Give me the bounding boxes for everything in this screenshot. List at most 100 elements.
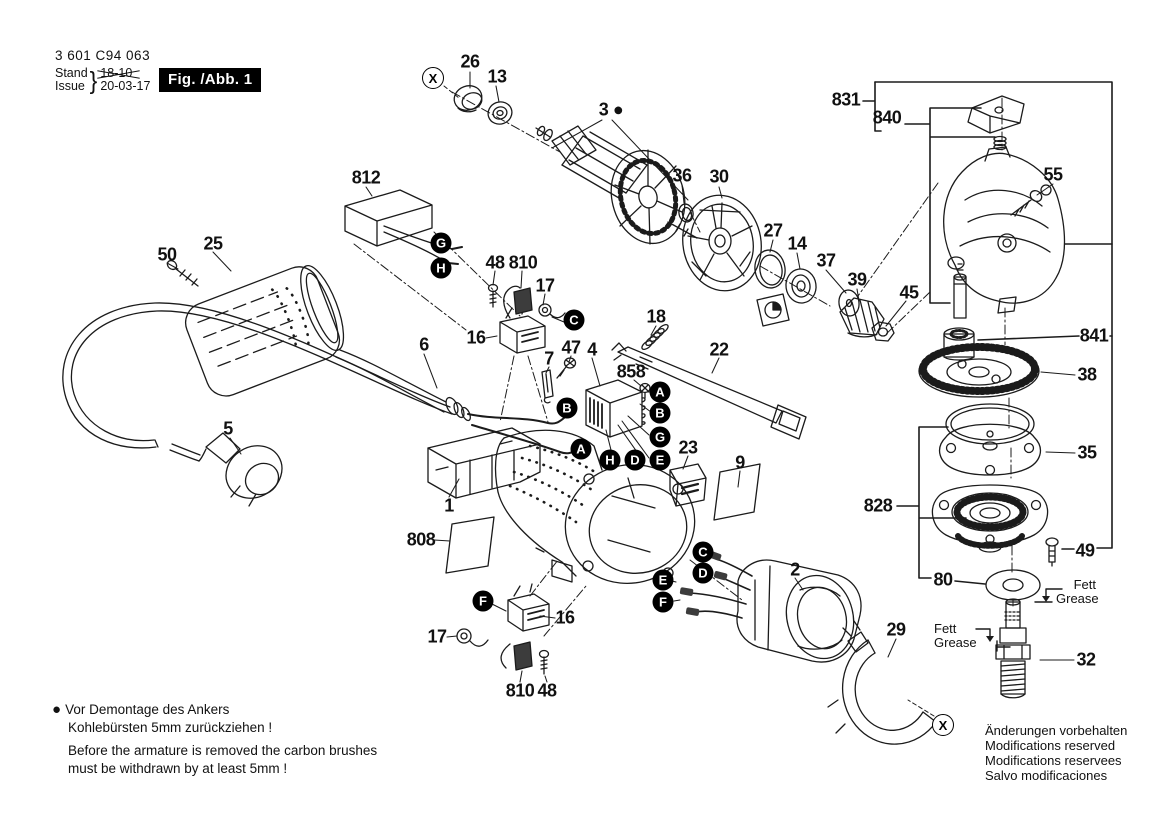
part-label-36: 36 [672, 165, 692, 186]
grease-arrow-right [1034, 588, 1063, 603]
part-label-808: 808 [406, 529, 436, 550]
figure-label: Fig. /Abb. 1 [159, 68, 262, 92]
footer-line-es: Salvo modificaciones [985, 768, 1108, 783]
leader-lines [166, 71, 1076, 683]
switch-lever-22 [611, 342, 807, 440]
part-label-9: 9 [735, 452, 745, 473]
part-label-840: 840 [872, 107, 902, 128]
connector-badge-G: G [430, 232, 452, 254]
screw-47 [556, 357, 577, 379]
connector-badge-C: C [692, 541, 714, 563]
part-label-48: 48 [485, 252, 505, 273]
part-label-18: 18 [646, 306, 666, 327]
part-label-828: 828 [863, 495, 893, 516]
part-label-32: 32 [1076, 649, 1096, 670]
part-label-841: 841 [1079, 325, 1109, 346]
washer-80 [985, 569, 1041, 601]
label-plate-9 [713, 463, 761, 521]
issue-date: 20-03-17 [100, 79, 151, 93]
spring-18 [641, 323, 669, 351]
carbon-brush-810-top [503, 285, 533, 319]
screw-50 [166, 259, 199, 287]
spindle-lock-knob-840 [967, 95, 1025, 134]
connector-badge-D: D [624, 449, 646, 471]
part-label-25: 25 [203, 233, 223, 254]
clip-17-bottom [456, 628, 489, 647]
bearing-13 [487, 101, 513, 125]
revision-brace: } [89, 65, 98, 94]
washer-37 [838, 289, 860, 317]
air-baffle-30 [682, 194, 762, 292]
connector-badge-E: E [649, 449, 671, 471]
bearing-flange-828 [931, 484, 1049, 553]
part-label-50: 50 [157, 244, 177, 265]
part-label-6: 6 [419, 334, 429, 355]
part-label-17: 17 [535, 275, 555, 296]
screw-49 [1045, 537, 1059, 567]
warning-note: ●Vor Demontage des Ankers Kohlebürsten 5… [52, 701, 377, 777]
armature-3 [535, 125, 698, 245]
footer-line-de: Änderungen vorbehalten [985, 723, 1128, 738]
sleeve-841 [943, 327, 975, 361]
type-number: 3 601 C94 063 [55, 48, 151, 63]
grease-label-left: Fett Grease [934, 622, 977, 649]
screw-48-bottom [538, 649, 550, 675]
connector-badge-F: F [472, 590, 494, 612]
connector-badge-X: X [422, 67, 444, 89]
connector-badge-D: D [692, 562, 714, 584]
gasket-ring [945, 403, 1035, 445]
part-label-16: 16 [555, 607, 575, 628]
connector-badge-X: X [932, 714, 954, 736]
bearing-bridge-1 [427, 427, 541, 499]
stand-label: Stand [55, 66, 88, 80]
clip-17-top [538, 303, 566, 319]
part-label-49: 49 [1075, 540, 1095, 561]
note-de-line2: Kohlebürsten 5mm zurückziehen ! [68, 719, 273, 735]
part-label-47: 47 [561, 337, 581, 358]
part-label-39: 39 [847, 269, 867, 290]
screw-48-top [487, 283, 499, 308]
ring-36 [678, 203, 694, 223]
header-block: 3 601 C94 063 Stand Issue } 18-10 20-03-… [55, 48, 150, 93]
footer-line-en: Modifications reserved [985, 738, 1116, 753]
field-stator-2 [679, 550, 862, 663]
note-bullet: ● [52, 701, 62, 718]
part-label-858: 858 [616, 361, 646, 382]
part-label-38: 38 [1077, 364, 1097, 385]
old-date: 18-10 [100, 66, 133, 80]
part-label-22: 22 [709, 339, 729, 360]
power-cord [62, 302, 453, 462]
screw-55 [1010, 190, 1043, 217]
power-plug [198, 432, 283, 507]
connector-badge-H: H [599, 449, 621, 471]
part-label-30: 30 [709, 166, 729, 187]
part-label-45: 45 [899, 282, 919, 303]
brush-holder-16-bottom [507, 583, 550, 632]
grease-arrow-left [975, 628, 1011, 652]
part-label-5: 5 [223, 418, 233, 439]
switch-4 [585, 379, 646, 438]
part-label-13: 13 [487, 66, 507, 87]
cord-to-housing [335, 349, 447, 413]
part-label-29: 29 [886, 619, 906, 640]
spindle-32 [995, 598, 1031, 699]
part-label-17: 17 [427, 626, 447, 647]
issue-label: Issue [55, 79, 85, 93]
part-label-3: 3 ● [598, 99, 624, 120]
group-brackets [862, 81, 1113, 585]
bearing-cover-29 [827, 620, 937, 745]
nameplate-808 [445, 516, 495, 574]
part-label-810: 810 [505, 680, 535, 701]
part-label-35: 35 [1077, 442, 1097, 463]
lock-pin [953, 263, 967, 319]
note-en-line2: must be withdrawn by at least 5mm ! [68, 760, 288, 776]
connector-badge-B: B [556, 397, 578, 419]
connector-badge-E: E [652, 569, 674, 591]
part-label-16: 16 [466, 327, 486, 348]
part-label-810: 810 [508, 252, 538, 273]
connector-badge-H: H [430, 257, 452, 279]
rear-cover-25 [184, 264, 345, 397]
grease-label-right: Fett Grease [1056, 578, 1099, 605]
